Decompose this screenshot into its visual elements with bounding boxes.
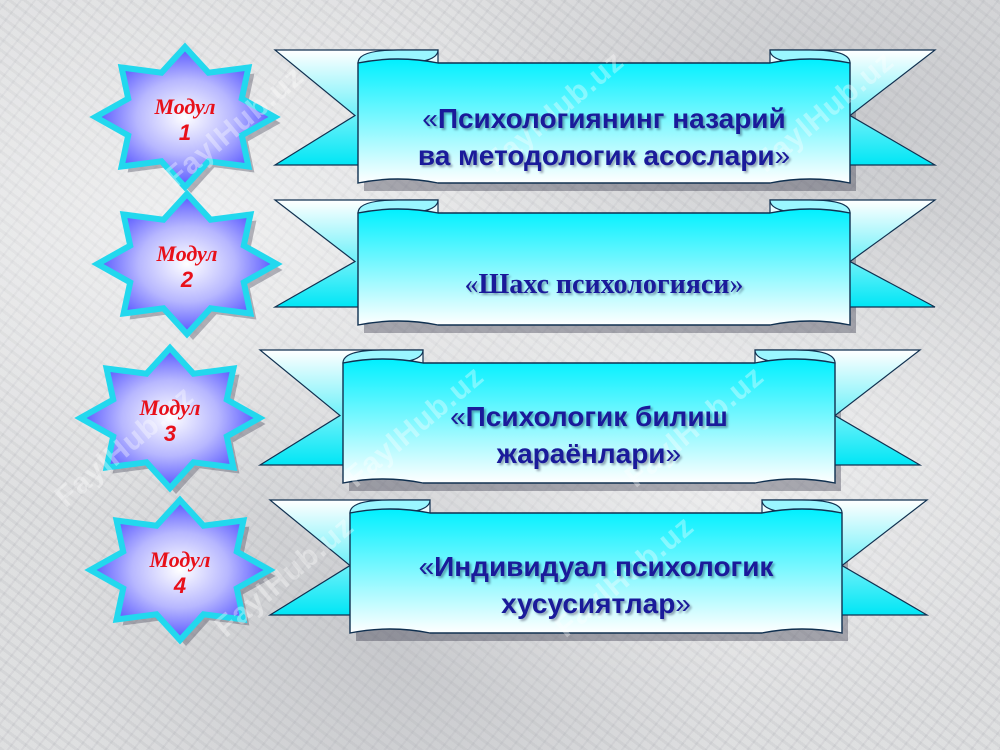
close-quote: »: [665, 438, 682, 469]
title-text: Шахс психологияси: [478, 269, 730, 300]
module-label: Модул: [139, 395, 201, 420]
module-4-star: [84, 495, 276, 646]
title-text: жараёнлари: [496, 438, 666, 469]
module-number: 2: [180, 267, 194, 292]
open-quote: «: [418, 551, 435, 582]
title-line-1: «Индивидуал психологик: [350, 548, 842, 585]
title-text: Индивидуал психологик: [434, 551, 774, 582]
title-text: Психологик билиш: [465, 401, 728, 432]
module-number: 1: [178, 120, 192, 145]
close-quote: »: [675, 588, 691, 619]
open-quote: «: [450, 401, 466, 432]
module-2-star: [91, 189, 283, 340]
module-2-title: «Шахс психологияси»: [358, 266, 850, 303]
module-number: 4: [173, 573, 187, 598]
module-1-star: [89, 42, 281, 193]
module-label: Модул: [156, 241, 218, 266]
module-3-star: [74, 343, 266, 494]
title-text: хусусиятлар: [501, 588, 676, 619]
title-text: ва методологик асослари: [417, 140, 775, 171]
module-label: Модул: [149, 547, 211, 572]
module-4-banner: [267, 499, 930, 641]
title-line-2: жараёнлари»: [343, 435, 835, 472]
open-quote: «: [422, 103, 438, 134]
title-line-2: хусусиятлар»: [350, 585, 842, 622]
close-quote: »: [729, 269, 744, 300]
title-line-1: «Шахс психологияси»: [358, 266, 850, 303]
module-2-banner: [272, 199, 937, 333]
title-text: Психологиянинг назарий: [437, 103, 786, 134]
title-line-2: ва методологик асослари»: [358, 137, 850, 174]
close-quote: »: [774, 140, 791, 171]
module-1-banner: [272, 49, 938, 191]
title-line-1: «Психологиянинг назарий: [358, 100, 850, 137]
module-label: Модул: [154, 94, 216, 119]
module-3-banner: [257, 349, 923, 491]
open-quote: «: [464, 269, 479, 300]
module-number: 3: [163, 421, 177, 446]
title-line-1: «Психологик билиш: [343, 398, 835, 435]
